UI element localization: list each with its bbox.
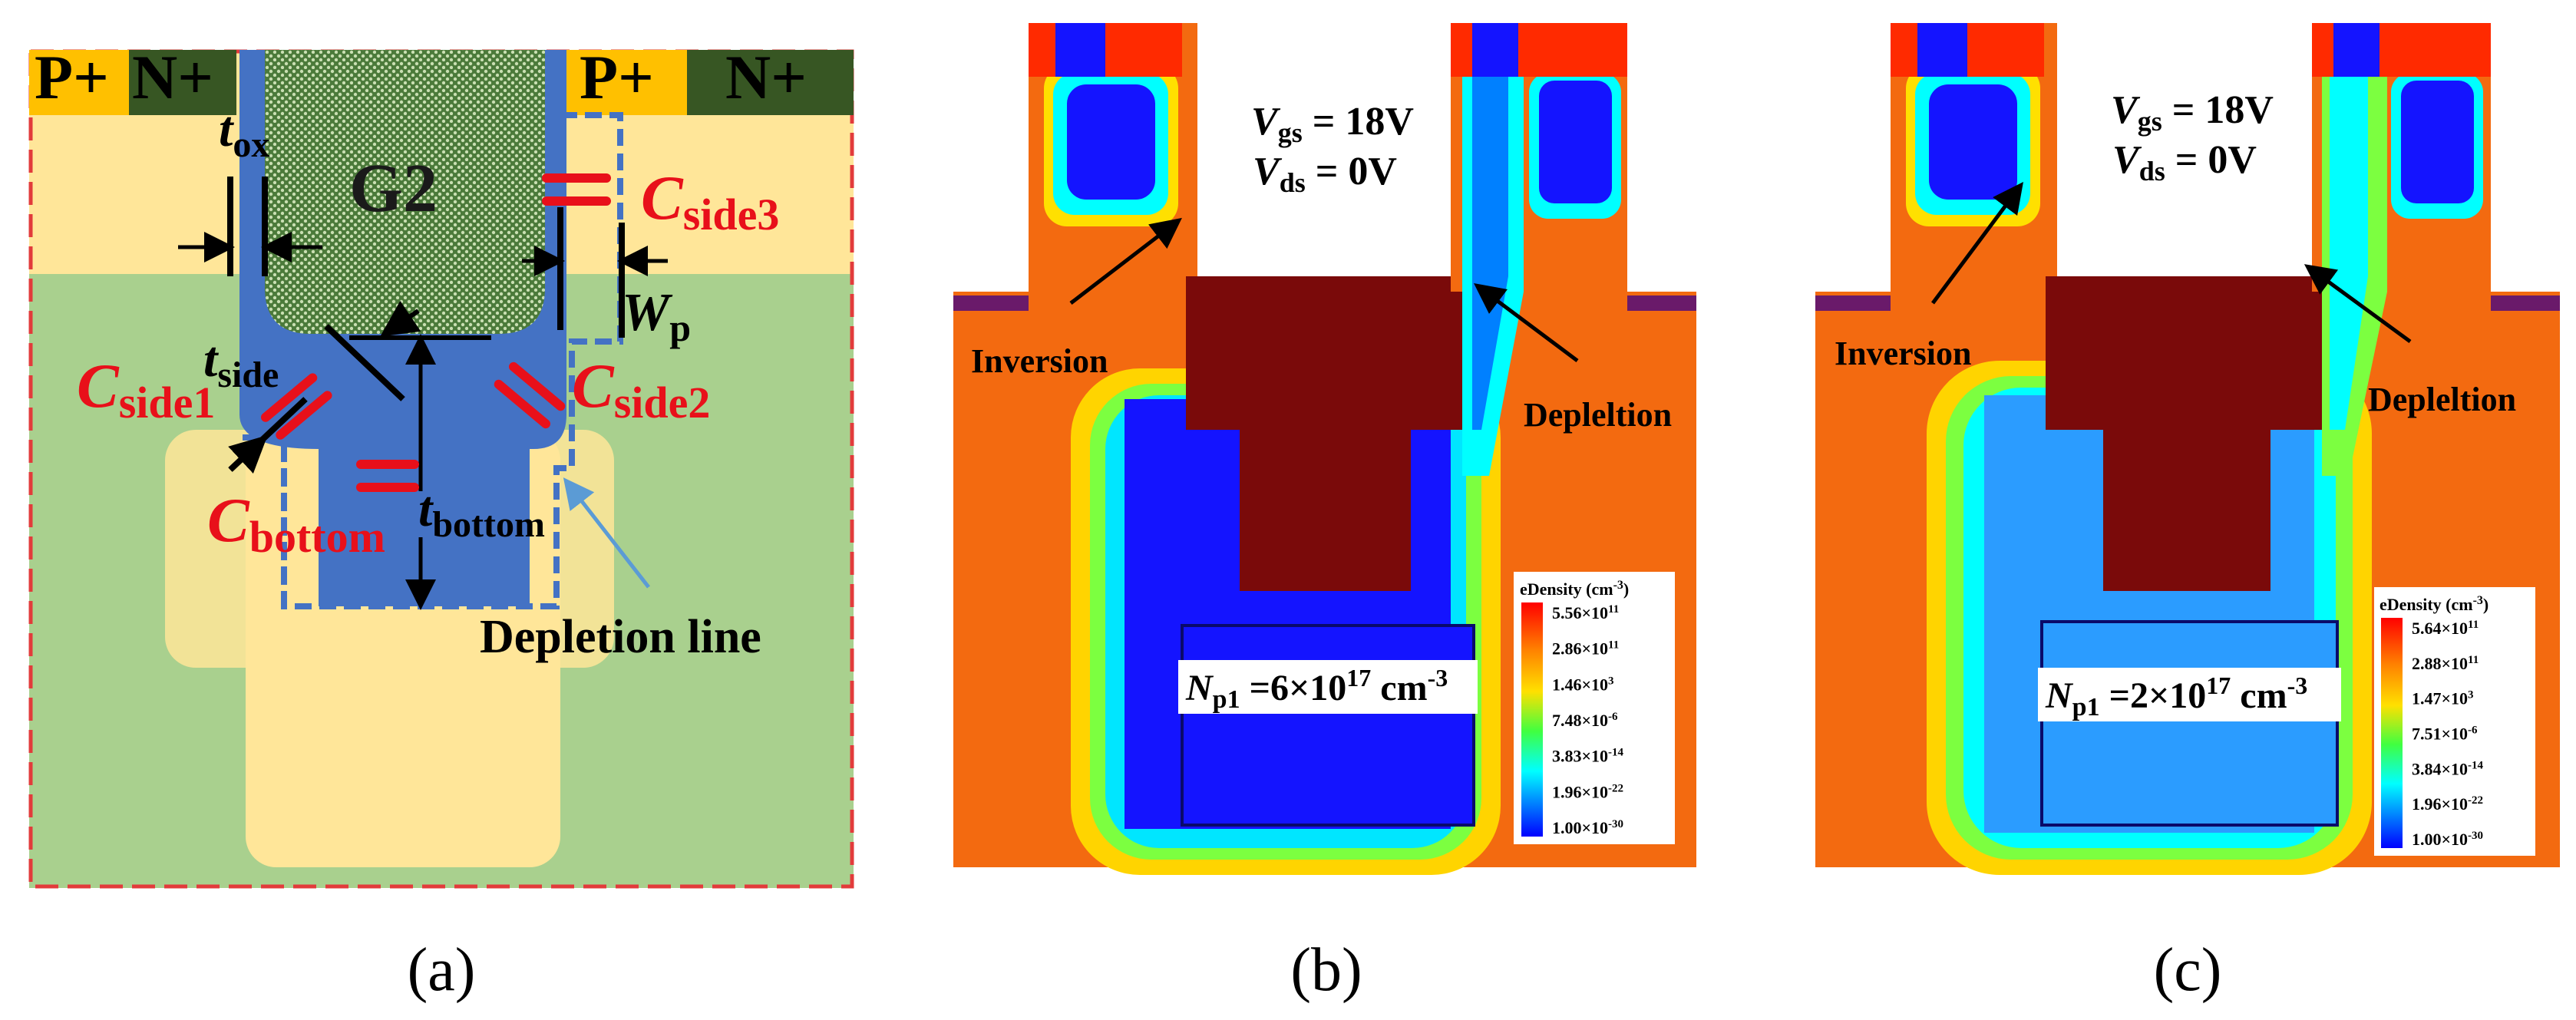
right-column-blue-b (1539, 81, 1612, 203)
gate-dark-b (1186, 276, 1466, 591)
legend-tick-label: 2.88×1011 (2412, 654, 2479, 673)
depletion-label-b: Depleltion (1524, 396, 1672, 434)
panel-a: P+ N+ P+ N+ G2 tox tside tbottom Wp Csid… (28, 42, 854, 889)
np-box-b (1178, 660, 1478, 714)
legend-tick-label: 1.47×103 (2412, 689, 2474, 708)
capacitor-side1-icon (261, 373, 332, 440)
p-plus-right (564, 50, 687, 115)
panel-b: Vgs = 18V Vds = 0V Inversion Depleltion … (953, 23, 1696, 913)
n-plus-right-label: N+ (725, 42, 807, 112)
right-contact-n-c (2333, 23, 2379, 77)
depletion-arrow (563, 477, 650, 589)
shield-blue-b (1181, 624, 1475, 827)
vds-label-b: Vds = 0V (1253, 150, 1397, 198)
legend-b: eDensity (cm-3) 5.56×1011 2.86×1011 1.46×1… (1514, 572, 1675, 844)
legend-tick-label: 1.00×10-30 (1552, 818, 1623, 837)
inversion-label-b: Inversion (971, 342, 1108, 380)
legend-tick-label: 3.83×10-14 (1552, 747, 1624, 766)
depletion-arrow-c (2304, 264, 2412, 344)
capacitor-side2-icon (494, 361, 566, 429)
left-contact-n-c (1917, 23, 1967, 77)
tside-line (324, 324, 405, 401)
depletion-arrow-b (1473, 283, 1579, 363)
inversion-label-c: Inversion (1835, 335, 1971, 372)
tside-arrow-2 (228, 434, 268, 474)
depletion-label-c: Depleltion (2368, 381, 2516, 418)
caption-b: (b) (1290, 936, 1362, 1004)
np-label-b: Np1 =6×1017 cm-3 (1185, 664, 1448, 714)
left-column-blue-c (1929, 84, 2017, 200)
right-contact-n-b (1472, 23, 1518, 77)
depletion-line-label: Depletion line (480, 611, 761, 663)
sawtooth-c (1815, 867, 2560, 913)
tside-arrow (380, 300, 421, 337)
tside-label: tside (203, 332, 279, 395)
legend-ticks-c: 5.64×1011 2.88×1011 1.47×103 7.51×10-6 3.84×… (2412, 619, 2484, 849)
tox-label: tox (219, 101, 269, 165)
legend-tick-label: 3.84×10-14 (2412, 759, 2484, 778)
n-plus-right (687, 50, 854, 115)
legend-title-c: eDensity (cm-3) (2379, 594, 2488, 614)
panel-c: Vgs = 18V Vds = 0V Inversion Depleltion … (1815, 23, 2560, 913)
legend-c: eDensity (cm-3) 5.64×1011 2.88×1011 1.47×1… (2374, 587, 2535, 856)
tbottom-label: tbottom (418, 481, 545, 545)
gate-g2 (265, 50, 545, 334)
c-side1-label: Cside1 (77, 351, 215, 427)
np-label-c: Np1 =2×1017 cm-3 (2045, 672, 2307, 721)
panel-a-border (28, 49, 854, 889)
legend-tick-label: 1.96×10-22 (2412, 794, 2483, 814)
legend-tick-label: 2.86×1011 (1552, 639, 1619, 659)
legend-tick-label: 1.00×10-30 (2412, 830, 2483, 849)
p-plus-left-label: P+ (35, 42, 109, 112)
left-column-blue-b (1067, 84, 1155, 200)
vds-label-c: Vds = 0V (2112, 138, 2257, 187)
right-depletion-blue-b (1472, 77, 1508, 430)
c-side2-label: Cside2 (572, 351, 710, 427)
c-side3-label: Cside3 (641, 163, 779, 239)
inversion-arrow-c (1930, 181, 2023, 305)
shield-blue-c (2040, 620, 2339, 827)
n-plus-left (129, 50, 236, 115)
sawtooth-b (953, 867, 1696, 913)
capacitor-side3-icon (542, 173, 611, 206)
trench-opening-c (2057, 23, 2312, 276)
gate-label: G2 (349, 150, 438, 226)
caption-a: (a) (408, 936, 476, 1004)
legend-tick-label: 7.48×10-6 (1552, 711, 1618, 730)
trench-opening-b (1197, 23, 1451, 276)
right-depletion-cyan-c (2330, 77, 2368, 430)
legend-bar-c (2381, 618, 2403, 848)
c-bottom-label: Cbottom (207, 485, 385, 562)
capacitor-bottom-icon (356, 460, 419, 492)
n-plus-left-label: N+ (132, 42, 213, 112)
gate-dark-c (2046, 276, 2326, 591)
legend-tick-label: 1.96×10-22 (1552, 782, 1623, 801)
p-plus-right-label: P+ (580, 42, 654, 112)
p-plus-left (29, 50, 129, 115)
legend-title-b: eDensity (cm-3) (1520, 579, 1629, 599)
legend-tick-label: 5.64×1011 (2412, 619, 2479, 638)
left-contact-n-b (1055, 23, 1105, 77)
right-column-blue-c (2401, 81, 2474, 203)
legend-ticks-b: 5.56×1011 2.86×1011 1.46×103 7.48×10-6 3.83×… (1552, 603, 1624, 837)
legend-tick-label: 1.46×103 (1552, 675, 1614, 694)
caption-c: (c) (2154, 936, 2222, 1004)
vgs-label-b: Vgs = 18V (1251, 100, 1414, 148)
legend-tick-label: 7.51×10-6 (2412, 725, 2478, 744)
np-box-c (2038, 668, 2341, 721)
inversion-arrow-b (1069, 217, 1182, 305)
wp-label: Wp (622, 283, 691, 349)
legend-tick-label: 5.56×1011 (1552, 603, 1619, 622)
vgs-label-c: Vgs = 18V (2111, 88, 2274, 137)
legend-bar-b (1521, 602, 1543, 837)
